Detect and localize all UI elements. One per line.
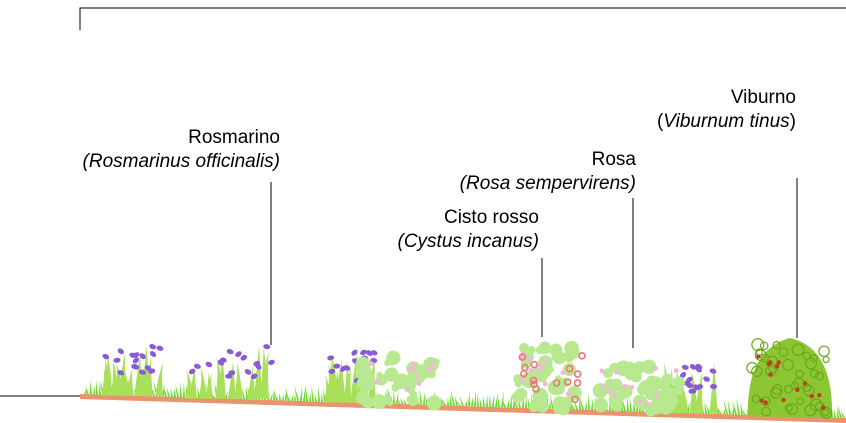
- label-rosa: Rosa (Rosa sempervirens): [460, 148, 636, 196]
- cistus-bush: [512, 341, 582, 415]
- label-rosa-latin: (Rosa sempervirens): [460, 173, 636, 194]
- label-cisto-common: Cisto rosso: [398, 206, 540, 230]
- label-viburno-common: Viburno: [657, 86, 796, 110]
- label-viburno-latin: Viburnum tinus: [663, 111, 789, 132]
- label-viburno: Viburno (Viburnum tinus): [657, 86, 796, 134]
- label-rosmarino-common: Rosmarino: [83, 126, 280, 150]
- label-rosmarino-latin: (Rosmarinus officinalis): [83, 151, 280, 172]
- frame-line: [80, 8, 846, 30]
- rosemary-bush: [101, 343, 164, 396]
- label-rosmarino: Rosmarino (Rosmarinus officinalis): [83, 126, 280, 174]
- cistus-bush: [593, 360, 685, 417]
- viburnum-bush: [747, 338, 832, 418]
- label-cisto-latin: (Cystus incanus): [398, 231, 540, 252]
- label-cisto: Cisto rosso (Cystus incanus): [398, 206, 540, 254]
- label-rosa-common: Rosa: [460, 148, 636, 172]
- rosemary-bush: [186, 344, 276, 399]
